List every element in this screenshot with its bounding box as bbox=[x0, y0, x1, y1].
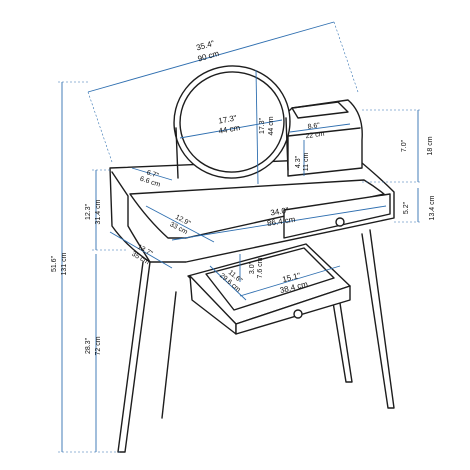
mirror-height-cm-label: 44 cm bbox=[268, 116, 275, 135]
dim-drawer-width bbox=[239, 265, 341, 297]
desk-width-in-label: 34.0" bbox=[270, 206, 290, 218]
shelf-height-in-label: 7.0" bbox=[401, 139, 408, 152]
dim-total-width bbox=[87, 21, 335, 93]
shelf-height-cm-label: 18 cm bbox=[427, 136, 434, 155]
dim-mirror-height bbox=[255, 69, 259, 185]
total-height-in-label: 51.6" bbox=[51, 255, 58, 272]
frame-height-cm-label: 31.4 cm bbox=[95, 199, 102, 224]
open-drawer-knob bbox=[293, 309, 303, 319]
leg-back-left bbox=[161, 291, 177, 419]
drawer-height-in-label: 3.0" bbox=[249, 261, 256, 274]
mirror-post-left bbox=[175, 127, 179, 179]
leg-back-right bbox=[331, 289, 353, 383]
frame-height-in-label: 12.3" bbox=[85, 203, 92, 220]
dim-shelf-width bbox=[289, 123, 351, 133]
shelf-top bbox=[291, 101, 349, 119]
open-drawer-inner bbox=[205, 247, 335, 311]
open-drawer-face bbox=[235, 285, 351, 335]
mirror-height-in-label: 17.3" bbox=[259, 117, 266, 134]
mirror-glass bbox=[179, 71, 285, 173]
mirror-post-right bbox=[285, 117, 289, 171]
mirror-frame bbox=[173, 65, 291, 179]
dim-side-small bbox=[131, 167, 173, 181]
side-panel bbox=[111, 171, 151, 263]
furniture bbox=[109, 65, 395, 453]
top-drawer-knob bbox=[335, 217, 345, 227]
shelf-width-in-label: 8.6" bbox=[307, 122, 321, 131]
dim-drawer-depth bbox=[209, 265, 247, 301]
desk-frame bbox=[109, 157, 395, 263]
shelf-gap-in-label: 4.3" bbox=[295, 155, 302, 168]
leg-height-in-label: 28.3" bbox=[85, 337, 92, 354]
leg-front-right bbox=[361, 229, 395, 409]
dim-desk-depth bbox=[109, 231, 173, 269]
side-small-in-label: 6.7" bbox=[146, 169, 160, 180]
dim-desk-depth-inner bbox=[145, 205, 215, 243]
drawer-width-in-label: 15.1" bbox=[281, 271, 301, 284]
total-height-cm-label: 131 cm bbox=[61, 252, 68, 275]
shelf-gap-cm-label: 11 cm bbox=[303, 153, 310, 172]
drawer-height-cm-label: 7.6 cm bbox=[257, 257, 264, 278]
shelf-board bbox=[287, 127, 361, 137]
shelf-unit bbox=[287, 99, 363, 177]
dimension-labels: 35.4" 90 cm 17.3" 44 cm 17.3" 44 cm 8.6"… bbox=[51, 39, 436, 356]
desk-width-cm-label: 86.4 cm bbox=[266, 215, 296, 228]
top-drawer bbox=[283, 193, 391, 239]
leg-height-cm-label: 72 cm bbox=[95, 336, 102, 355]
top-drawer-height-cm-label: 13.4 cm bbox=[429, 195, 436, 220]
shelf-width-cm-label: 22 cm bbox=[305, 131, 325, 141]
leg-front-left bbox=[117, 261, 151, 453]
dim-mirror-width bbox=[179, 119, 283, 139]
dimension-lines bbox=[58, 21, 420, 453]
mirror-width-in-label: 17.3" bbox=[218, 113, 238, 125]
dim-desk-width bbox=[171, 205, 387, 241]
mirror-width-cm-label: 44 cm bbox=[218, 123, 241, 136]
top-drawer-height-in-label: 5.2" bbox=[403, 201, 410, 214]
